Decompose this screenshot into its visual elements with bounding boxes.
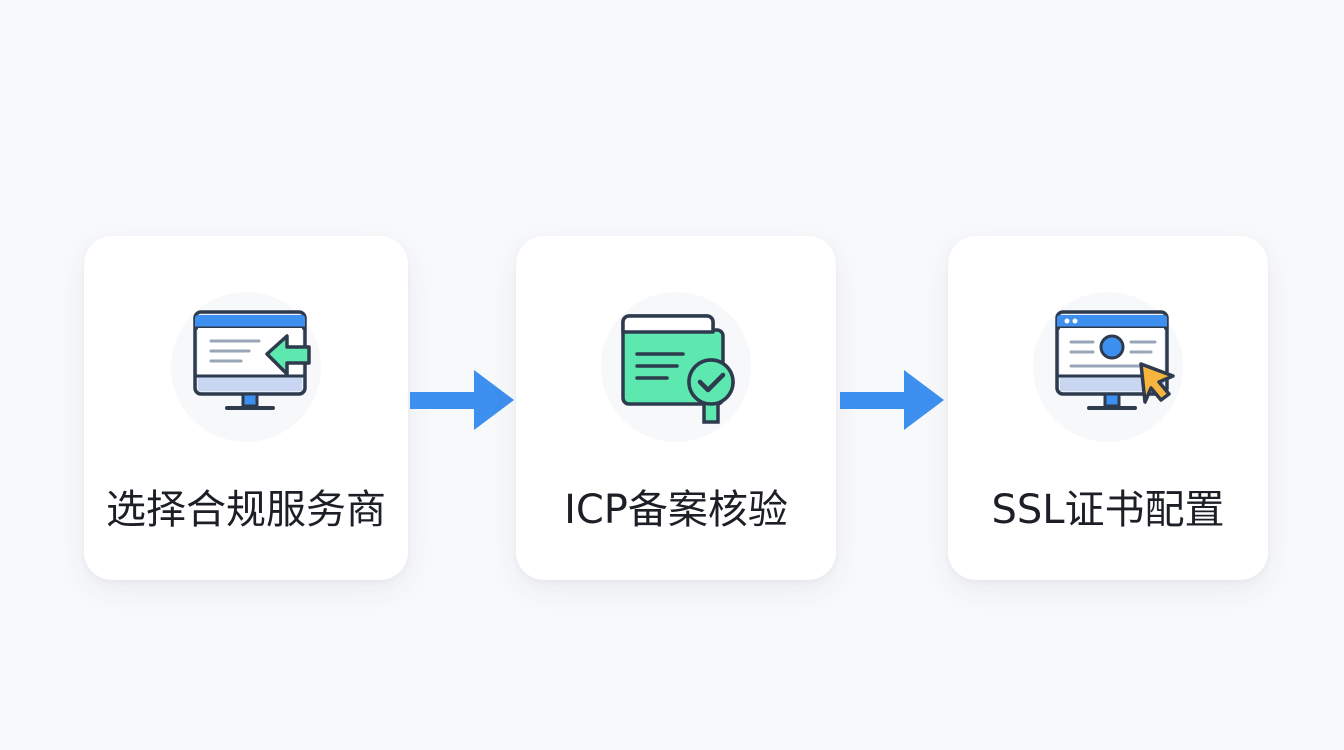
step-card-select-provider: 选择合规服务商 [84, 236, 408, 580]
step-card-ssl-config: SSL证书配置 [948, 236, 1268, 580]
step-card-icp-verification: ICP备案核验 [516, 236, 836, 580]
arrow-right-icon [840, 370, 944, 430]
step-label: 选择合规服务商 [106, 487, 386, 533]
step-label: ICP备案核验 [564, 487, 788, 533]
arrow-right-icon [410, 370, 514, 430]
step-label: SSL证书配置 [991, 487, 1225, 533]
folder-check-icon [601, 292, 751, 442]
monitor-cursor-icon [1033, 292, 1183, 442]
monitor-arrow-icon [171, 292, 321, 442]
